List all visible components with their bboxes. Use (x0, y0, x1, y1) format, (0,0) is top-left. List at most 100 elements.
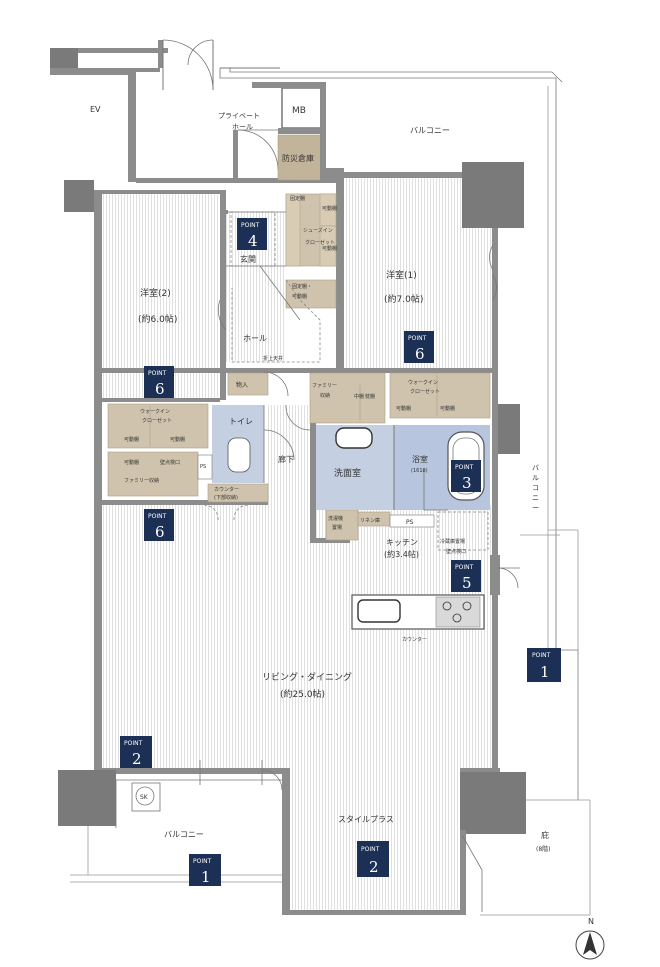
top-area (50, 39, 356, 183)
balcony-top-label: バルコニー (410, 126, 450, 135)
walkin-left-movable-a: 可動棚 (124, 436, 139, 443)
walkin-left-2: クローゼット (142, 417, 172, 424)
point-2-living: POINT 2 (120, 736, 152, 768)
walkin-right-movable-b: 可動棚 (440, 405, 455, 412)
north-arrow-icon (583, 932, 597, 955)
eaves-label: 庇 (541, 830, 549, 840)
mid-shelf-label: 中棚 (354, 393, 364, 400)
hall-label: ホール (243, 334, 267, 343)
svg-text:POINT: POINT (361, 846, 380, 853)
family-storage-top-1: ファミリー (312, 383, 337, 389)
shoes-closet-label-1: シューズイン (303, 227, 333, 234)
svg-text:6: 6 (415, 345, 425, 363)
svg-text:6: 6 (155, 523, 165, 541)
kitchen-counter (351, 567, 520, 630)
toilet-room (197, 405, 295, 521)
laundry-label-1: 洗濯機 (328, 515, 343, 522)
walkin-left-movable-b: 可動棚 (170, 436, 185, 443)
balcony-right-2: ル (532, 474, 539, 482)
point-6-western1: POINT 6 (404, 331, 434, 363)
living-name: リビング・ダイニング (262, 671, 352, 683)
svg-text:POINT: POINT (532, 652, 551, 659)
western1-name: 洋室(1) (386, 269, 417, 281)
svg-text:POINT: POINT (193, 858, 212, 865)
kitchen-size: (約3.4帖) (384, 549, 419, 559)
svg-text:2: 2 (132, 750, 142, 768)
fixed-movable-label-2: 可動棚 (292, 293, 307, 300)
point-6-family: POINT 6 (144, 509, 174, 541)
eaves-note: (8階) (536, 845, 551, 853)
point-2-style: POINT 2 (357, 841, 389, 877)
point-5: POINT 5 (451, 560, 481, 592)
svg-text:3: 3 (462, 474, 472, 492)
movable-shelf-label-b: 可動棚 (322, 245, 337, 252)
fixed-shelf-label: 固定棚 (290, 195, 305, 202)
balcony-right-3: コ (532, 484, 539, 492)
north-compass: N (575, 917, 605, 960)
shoes-closet (226, 193, 337, 363)
storage-row (107, 372, 491, 541)
svg-text:4: 4 (248, 232, 258, 250)
balcony-bottom-label: バルコニー (164, 830, 204, 839)
balcony-bottom (70, 760, 283, 883)
walkin-left-1: ウォークイン (140, 408, 170, 415)
fixed-movable-label-1: 固定棚・ (292, 283, 312, 290)
walkin-right-2: クローゼット (410, 388, 440, 395)
svg-text:5: 5 (462, 574, 472, 592)
family-storage-left-label: ファミリー収納 (124, 477, 159, 484)
private-hall-label-1: プライベート (218, 112, 260, 120)
western2-size: (約6.0帖) (138, 313, 177, 325)
laundry-label-2: 置場 (332, 524, 342, 531)
entrance-label: 玄関 (240, 254, 256, 264)
point-3: POINT 3 (451, 460, 481, 492)
private-hall-label-2: ホール (232, 123, 253, 131)
sk-label: SK (140, 794, 149, 801)
ps-left-label: PS (200, 464, 206, 470)
svg-text:POINT: POINT (455, 564, 474, 571)
north-label: N (588, 917, 594, 926)
point-4: POINT 4 (237, 218, 267, 250)
svg-text:POINT: POINT (241, 222, 260, 229)
point-1-right: POINT 1 (527, 648, 561, 682)
point-1-balcony: POINT 1 (189, 854, 221, 886)
balcony-right-1: バ (532, 464, 539, 472)
western1-size: (約7.0帖) (384, 293, 423, 305)
walkin-right-movable-a: 可動棚 (396, 405, 411, 412)
svg-text:6: 6 (155, 380, 165, 398)
point-6-western2: POINT 6 (144, 366, 174, 398)
fridge-inspection-label: 壁点検口 (446, 548, 466, 555)
svg-text:POINT: POINT (148, 513, 167, 520)
shoes-closet-label-2: クローゼット (305, 239, 335, 246)
counter-label: カウンター (402, 636, 427, 643)
western2-name: 洋室(2) (140, 287, 171, 299)
movable-shelf-label-a: 可動棚 (322, 205, 337, 212)
kitchen-name: キッチン (386, 538, 418, 547)
washroom-label: 洗面室 (334, 467, 361, 479)
balcony-outline (219, 68, 591, 916)
balcony-right-4: ニ (532, 494, 539, 502)
storage-label: 物入 (236, 381, 248, 389)
fridge-label: 冷蔵庫置場 (440, 538, 465, 545)
storage-disaster-label: 防災倉庫 (282, 153, 314, 163)
style-plus-label: スタイルプラス (338, 815, 394, 824)
walls (58, 162, 526, 915)
svg-text:POINT: POINT (124, 740, 143, 747)
svg-text:2: 2 (369, 858, 379, 876)
svg-text:POINT: POINT (408, 335, 427, 342)
counter-lower-2: (下部収納) (214, 494, 238, 501)
family-storage-top-2: 収納 (320, 392, 330, 399)
inspection-label: 壁点検口 (160, 459, 180, 466)
corridor-label: 廊下 (278, 454, 294, 464)
ps-label: PS (406, 519, 414, 526)
fold-ceiling-label: 折上天井 (263, 355, 283, 362)
svg-text:1: 1 (201, 868, 211, 886)
linen-label: リネン庫 (360, 517, 380, 524)
svg-text:POINT: POINT (148, 370, 167, 377)
balcony-right-5: ー (532, 504, 539, 512)
svg-text:POINT: POINT (455, 464, 474, 471)
ev-label: EV (90, 105, 101, 114)
toilet-label: トイレ (229, 417, 253, 426)
bath-size: (1618) (411, 468, 428, 474)
mb-label: MB (292, 106, 306, 116)
